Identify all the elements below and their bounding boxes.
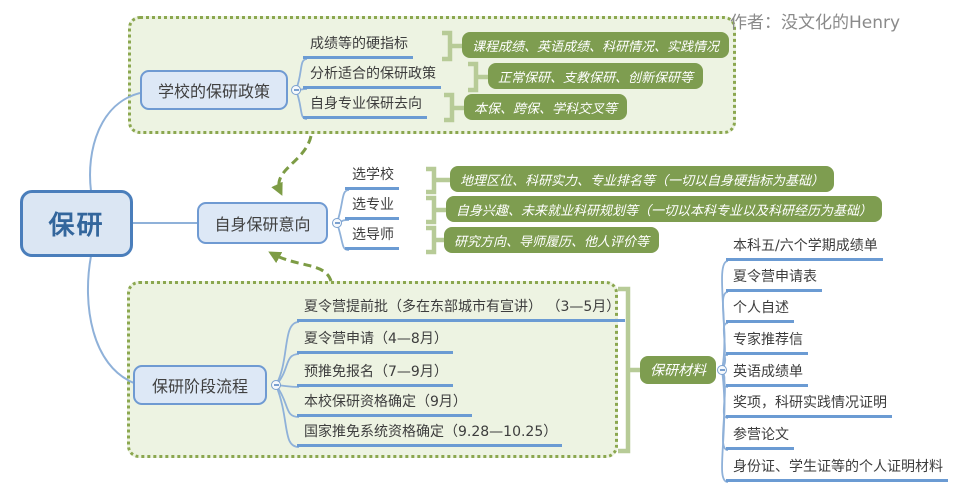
topic-personal-statement[interactable]: 个人自述 bbox=[726, 298, 794, 323]
topic-choose-advisor[interactable]: 选导师 bbox=[345, 225, 399, 250]
topic-school-qualification[interactable]: 本校保研资格确定（9月） bbox=[297, 392, 472, 417]
root-topic[interactable]: 保研 bbox=[20, 190, 133, 257]
root-branch-connectors bbox=[86, 92, 197, 384]
relationship-arrows bbox=[268, 135, 333, 282]
topic-camp-paper[interactable]: 参营论文 bbox=[726, 425, 794, 450]
summary-hard-metrics[interactable]: 课程成绩、英语成绩、科研情况、实践情况 bbox=[462, 32, 730, 58]
topic-hard-metrics[interactable]: 成绩等的硬指标 bbox=[303, 34, 413, 59]
topic-choose-major[interactable]: 选专业 bbox=[345, 195, 399, 220]
topic-own-intention[interactable]: 自身保研意向 bbox=[197, 202, 328, 244]
summary-direction-types[interactable]: 本保、跨保、学科交叉等 bbox=[464, 94, 628, 120]
topic-choose-school[interactable]: 选学校 bbox=[345, 165, 399, 190]
minus-icon bbox=[334, 222, 340, 224]
topic-awards-proof[interactable]: 奖项，科研实践情况证明 bbox=[726, 393, 892, 418]
topic-materials[interactable]: 保研材料 bbox=[640, 356, 716, 384]
collapse-toggle[interactable] bbox=[717, 365, 727, 375]
topic-recommendation-letter[interactable]: 专家推荐信 bbox=[726, 330, 808, 355]
topic-id-documents[interactable]: 身份证、学生证等的个人证明材料 bbox=[726, 457, 948, 482]
child-connectors bbox=[275, 58, 729, 483]
collapse-toggle[interactable] bbox=[271, 380, 281, 390]
topic-national-system[interactable]: 国家推免系统资格确定（9.28—10.25） bbox=[297, 422, 563, 447]
collapse-toggle[interactable] bbox=[291, 85, 301, 95]
summary-major-criteria[interactable]: 自身兴趣、未来就业科研规划等（一切以本科专业以及科研经历为基础） bbox=[446, 196, 883, 222]
topic-summer-camp-early[interactable]: 夏令营提前批（多在东部城市有宣讲） （3—5月） bbox=[297, 297, 626, 322]
topic-policy-analysis[interactable]: 分析适合的保研政策 bbox=[303, 64, 441, 89]
topic-school-policy[interactable]: 学校的保研政策 bbox=[140, 70, 288, 110]
topic-transcript[interactable]: 本科五/六个学期成绩单 bbox=[726, 236, 883, 261]
minus-icon bbox=[293, 89, 299, 91]
topic-summer-camp-apply[interactable]: 夏令营申请（4—8月） bbox=[297, 329, 453, 354]
minus-icon bbox=[719, 369, 725, 371]
topic-english-transcript[interactable]: 英语成绩单 bbox=[726, 362, 808, 387]
summary-brackets bbox=[426, 30, 640, 454]
topic-major-direction[interactable]: 自身专业保研去向 bbox=[303, 94, 427, 119]
collapse-toggle[interactable] bbox=[332, 218, 342, 228]
topic-process-stages[interactable]: 保研阶段流程 bbox=[133, 365, 267, 405]
minus-icon bbox=[273, 384, 279, 386]
topic-pre-exemption[interactable]: 预推免报名（7—9月） bbox=[297, 362, 453, 387]
summary-policy-types[interactable]: 正常保研、支教保研、创新保研等 bbox=[488, 63, 704, 89]
topic-camp-form[interactable]: 夏令营申请表 bbox=[726, 267, 822, 292]
summary-advisor-criteria[interactable]: 研究方向、导师履历、他人评价等 bbox=[444, 227, 660, 253]
author-credit: 作者：没文化的Henry bbox=[730, 13, 901, 33]
summary-school-criteria[interactable]: 地理区位、科研实力、专业排名等（一切以自身硬指标为基础） bbox=[450, 166, 835, 192]
